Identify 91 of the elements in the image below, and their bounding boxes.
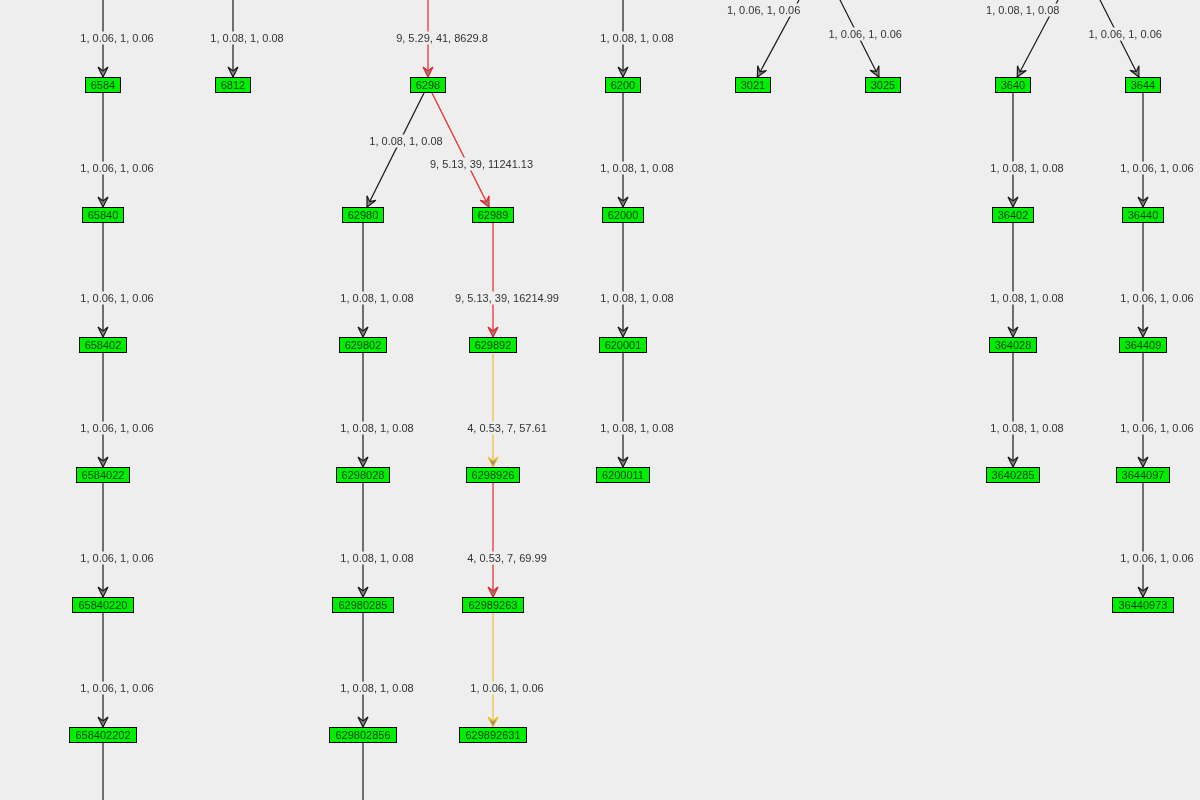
arrow [1137, 482, 1149, 598]
arrow [1007, 92, 1019, 208]
node-box: 6298926 [465, 467, 521, 483]
edge-label: 9, 5.13, 39, 11241.13 [428, 157, 535, 171]
arrow [487, 222, 499, 338]
edge-label: 1, 0.08, 1, 0.08 [339, 291, 415, 305]
arrow [617, 92, 629, 208]
edge-label: 1, 0.08, 1, 0.08 [985, 3, 1061, 17]
edge-label: 1, 0.08, 1, 0.08 [368, 134, 444, 148]
arrow [97, 222, 109, 338]
edge-label: 1, 0.08, 1, 0.08 [209, 31, 285, 45]
node-box: 36440 [1122, 207, 1164, 223]
node-box: 65840 [82, 207, 124, 223]
edge-label: 1, 0.06, 1, 0.06 [1087, 27, 1163, 41]
node-box: 6298028 [335, 467, 391, 483]
arrow [1137, 352, 1149, 468]
edge-label: 1, 0.06, 1, 0.06 [1119, 161, 1195, 175]
edge-label: 1, 0.08, 1, 0.08 [599, 421, 675, 435]
edge-label: 9, 5.13, 39, 16214.99 [454, 291, 560, 305]
node-box: 629892 [468, 337, 518, 353]
node-box: 629802 [338, 337, 388, 353]
arrow [487, 352, 499, 468]
arrow [617, 352, 629, 468]
edge-label: 1, 0.06, 1, 0.06 [1119, 421, 1195, 435]
arrow [366, 92, 425, 208]
node-box: 658402202 [69, 727, 137, 743]
arrow [1007, 222, 1019, 338]
edge-label: 1, 0.08, 1, 0.08 [339, 681, 415, 695]
node-box: 629892631 [459, 727, 527, 743]
node-box: 6200 [605, 77, 641, 93]
edge-label: 1, 0.08, 1, 0.08 [599, 31, 675, 45]
arrow [97, 352, 109, 468]
edge-label: 1, 0.08, 1, 0.08 [989, 161, 1065, 175]
node-box: 3640 [995, 77, 1031, 93]
edge-label: 1, 0.08, 1, 0.08 [599, 161, 675, 175]
arrow [617, 222, 629, 338]
edge-label: 1, 0.08, 1, 0.08 [989, 421, 1065, 435]
node-box: 6812 [215, 77, 251, 93]
node-box: 36402 [992, 207, 1034, 223]
node-box: 62000 [602, 207, 644, 223]
arrow [1137, 222, 1149, 338]
node-box: 36440973 [1112, 597, 1174, 613]
node-box: 364028 [988, 337, 1038, 353]
node-box: 3640285 [985, 467, 1041, 483]
edge-label: 1, 0.06, 1, 0.06 [1119, 551, 1195, 565]
edge-label: 1, 0.08, 1, 0.08 [989, 291, 1065, 305]
node-box: 3644097 [1115, 467, 1171, 483]
node-box: 6200011 [595, 467, 651, 483]
arrow [1137, 92, 1149, 208]
edge-label: 1, 0.08, 1, 0.08 [339, 421, 415, 435]
arrow [357, 482, 369, 598]
node-box: 364409 [1118, 337, 1168, 353]
node-box: 3021 [735, 77, 771, 93]
edge-label: 1, 0.06, 1, 0.06 [827, 27, 903, 41]
node-box: 62989 [472, 207, 514, 223]
node-box: 629802856 [329, 727, 397, 743]
edge-label: 1, 0.06, 1, 0.06 [1119, 291, 1195, 305]
arrow [357, 612, 369, 728]
edge-label: 1, 0.06, 1, 0.06 [469, 681, 545, 695]
edge-label: 1, 0.06, 1, 0.06 [79, 421, 155, 435]
edge-label: 4, 0.53, 7, 57.61 [466, 421, 548, 435]
edge-label: 1, 0.06, 1, 0.06 [725, 3, 802, 17]
node-box: 3025 [865, 77, 901, 93]
arrow [431, 92, 490, 208]
node-box: 620001 [598, 337, 648, 353]
arrow [487, 612, 499, 728]
edge-label: 1, 0.06, 1, 0.06 [79, 551, 155, 565]
arrow [487, 482, 499, 598]
node-box: 62989263 [462, 597, 524, 613]
arrow [357, 222, 369, 338]
node-box: 62980 [342, 207, 384, 223]
edge-label: 9, 5.29, 41, 8629.8 [395, 31, 489, 45]
edge-label: 1, 0.06, 1, 0.06 [79, 161, 155, 175]
edge-label: 1, 0.06, 1, 0.06 [79, 681, 155, 695]
node-box: 6584 [85, 77, 121, 93]
arrow [97, 612, 109, 728]
node-box: 3644 [1125, 77, 1161, 93]
node-box: 62980285 [332, 597, 394, 613]
arrow [357, 352, 369, 468]
edge-label: 4, 0.53, 7, 69.99 [466, 551, 548, 565]
arrow [1007, 352, 1019, 468]
node-box: 658402 [78, 337, 128, 353]
arrow [97, 92, 109, 208]
node-box: 65840220 [72, 597, 134, 613]
node-box: 6584022 [75, 467, 131, 483]
arrow [97, 482, 109, 598]
edge-label: 1, 0.08, 1, 0.08 [339, 551, 415, 565]
edge-label: 1, 0.08, 1, 0.08 [599, 291, 675, 305]
edge-label: 1, 0.06, 1, 0.06 [79, 31, 155, 45]
node-box: 6298 [410, 77, 446, 93]
edge-label: 1, 0.06, 1, 0.06 [79, 291, 155, 305]
